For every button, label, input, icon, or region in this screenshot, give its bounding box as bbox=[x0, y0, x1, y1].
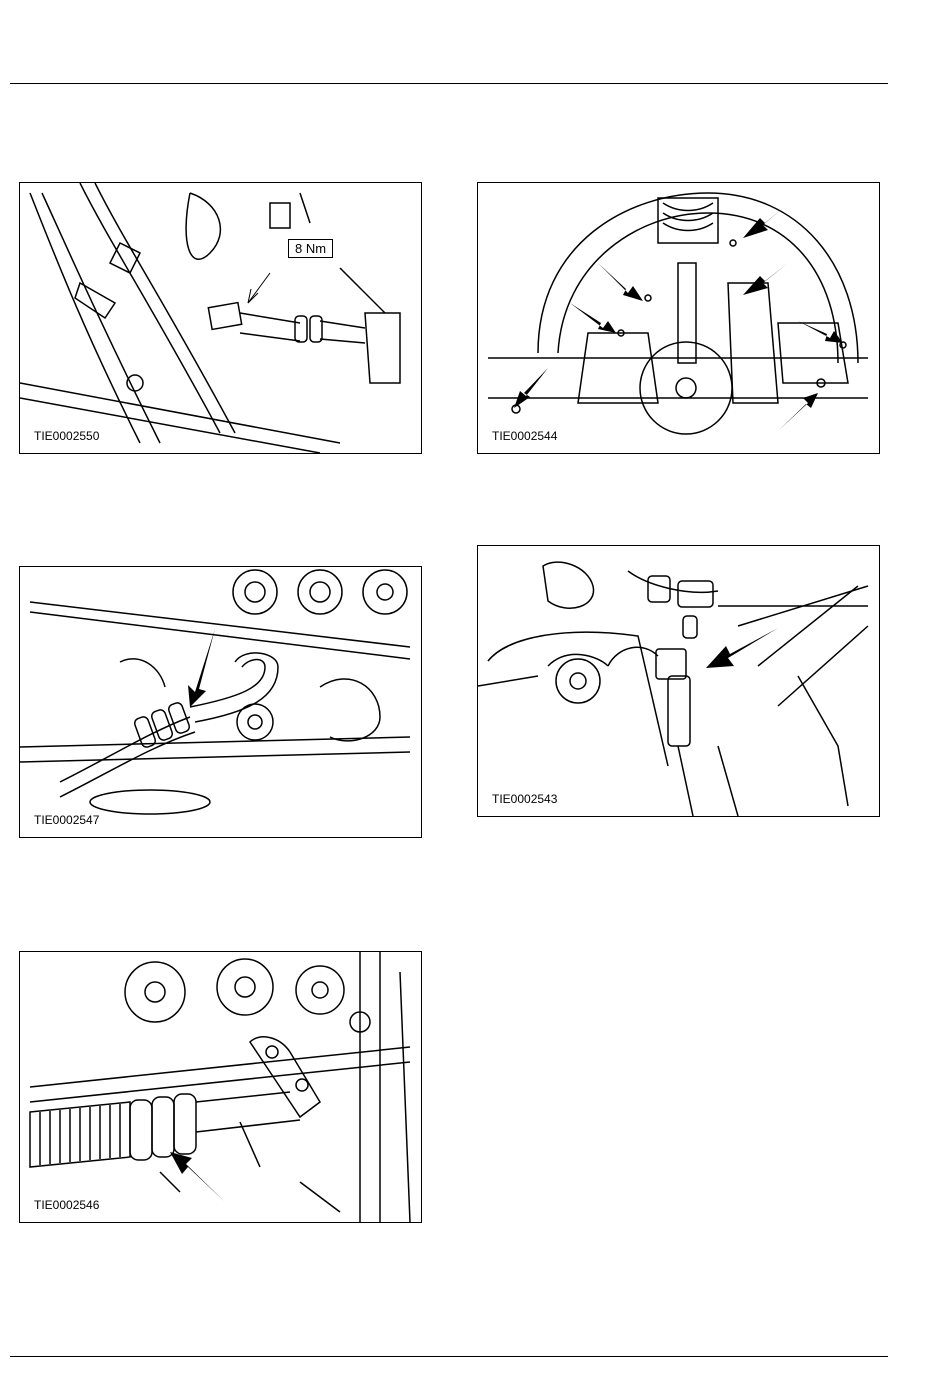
arrow-icon bbox=[514, 368, 548, 408]
figure-caption: TIE0002546 bbox=[32, 1198, 101, 1212]
arrow-icons bbox=[20, 952, 421, 1222]
figure-caption: TIE0002543 bbox=[490, 792, 559, 806]
figure-caption: TIE0002547 bbox=[32, 813, 101, 827]
figure-caption: TIE0002550 bbox=[32, 429, 101, 443]
arrow-icon bbox=[798, 321, 843, 343]
arrow-icons bbox=[20, 567, 421, 837]
torque-label: 8 Nm bbox=[288, 239, 333, 258]
footer-rule bbox=[10, 1356, 888, 1357]
header-rule bbox=[10, 83, 888, 84]
arrow-icon bbox=[778, 393, 818, 431]
arrow-icons bbox=[478, 183, 879, 453]
figure-caption: TIE0002544 bbox=[490, 429, 559, 443]
arrow-icon bbox=[743, 208, 783, 238]
arrow-icons bbox=[478, 546, 879, 816]
arrow-icon bbox=[570, 303, 616, 333]
arrow-icon bbox=[706, 628, 778, 668]
figure-tie0002546: TIE0002546 bbox=[19, 951, 422, 1223]
illustration-hose-connection bbox=[20, 183, 421, 453]
arrow-icon bbox=[170, 1152, 225, 1202]
arrow-icon bbox=[743, 263, 788, 295]
arrow-icon bbox=[598, 263, 643, 301]
figure-tie0002543: TIE0002543 bbox=[477, 545, 880, 817]
figure-tie0002547: TIE0002547 bbox=[19, 566, 422, 838]
figure-tie0002544: TIE0002544 bbox=[477, 182, 880, 454]
figure-tie0002550: 8 Nm TIE0002550 bbox=[19, 182, 422, 454]
arrow-icon bbox=[188, 629, 215, 707]
